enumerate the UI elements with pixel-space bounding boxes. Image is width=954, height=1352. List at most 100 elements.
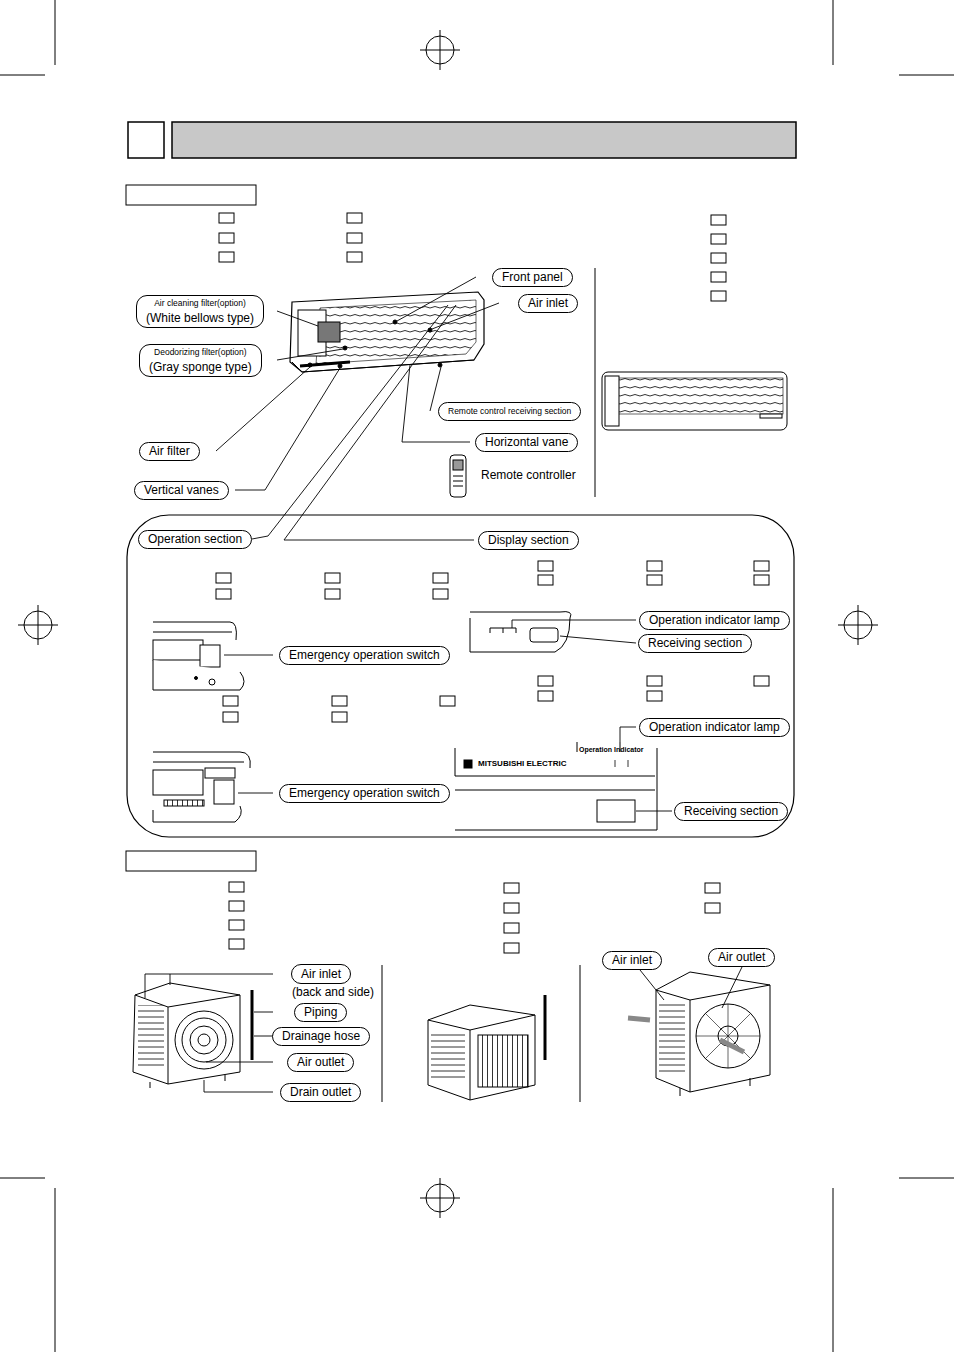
outdoor-unit-1 [133, 983, 252, 1088]
drawing-path [455, 748, 657, 830]
drawing-path [615, 760, 628, 767]
remote-controller [450, 455, 466, 497]
part-label: Drain outlet [280, 1083, 361, 1102]
text-label: Operation Indicator [579, 746, 644, 753]
drawing-rect [538, 691, 553, 701]
drawing-rect [347, 233, 362, 243]
drawing-path [428, 1005, 535, 1100]
drawing-rect [347, 213, 362, 223]
drawing-circle [175, 1011, 233, 1069]
drawing-path [277, 311, 318, 326]
drawing-path [656, 985, 770, 1092]
drawing-rect [705, 883, 720, 893]
drawing-path [18, 605, 58, 645]
drawing-rect [538, 676, 553, 686]
drawing-rect [659, 1002, 685, 1072]
label-text: Air outlet [718, 950, 765, 965]
drawing-rect [754, 676, 769, 686]
drawing-path [300, 362, 350, 366]
drawing-rect [126, 851, 256, 871]
drawing-rect [229, 882, 244, 892]
drawing-path [290, 292, 484, 372]
drawing-circle [338, 364, 342, 368]
drawing-circle [190, 1026, 218, 1054]
drawing-rect [478, 1035, 528, 1087]
drawing-path [150, 1075, 225, 1088]
drawing-rect [504, 943, 519, 953]
drawing-rect [647, 676, 662, 686]
display-detail [455, 612, 657, 830]
drawing-rect [754, 575, 769, 585]
drawing-rect [128, 122, 164, 158]
drawing-path [722, 967, 742, 1008]
part-label: Operation section [138, 530, 252, 549]
drawing-circle [198, 1034, 210, 1046]
drawing-path [640, 970, 664, 1000]
drawing-path [133, 983, 240, 1084]
drawing-path [316, 300, 476, 364]
drawing-rect [647, 561, 662, 571]
drawing-circle [195, 677, 198, 680]
part-label: Air inlet [602, 951, 662, 970]
drawing-rect [433, 573, 448, 583]
drawing-circle [209, 679, 215, 685]
part-label: Remote control receiving section [438, 402, 581, 421]
part-label: Receiving section [638, 634, 752, 653]
part-label: Air outlet [287, 1053, 354, 1072]
drawing-path [656, 972, 770, 1092]
drawing-path [153, 806, 241, 822]
drawing-path [216, 367, 310, 451]
label-text: Display section [488, 533, 569, 548]
drawing-circle [308, 363, 312, 367]
drawing-path [206, 1062, 273, 1063]
drawing-rect [325, 573, 340, 583]
drawing-rect [205, 768, 235, 778]
drawing-path [224, 655, 273, 656]
drawing-circle [343, 346, 347, 350]
indoor-unit [290, 292, 484, 372]
drawing-path [544, 995, 547, 1060]
drawing-path [235, 368, 340, 490]
drawing-rect [453, 460, 463, 470]
drawing-rect [602, 372, 787, 430]
part-label: Vertical vanes [134, 481, 229, 500]
drawing-rect [711, 253, 726, 263]
check-boxes [216, 213, 769, 953]
drawing-rect [223, 696, 238, 706]
drawing-path [428, 1015, 535, 1100]
part-label: Piping [294, 1003, 347, 1022]
outdoor-unit-2 [428, 995, 545, 1100]
drawing-path [153, 622, 236, 640]
drawing-rect [538, 561, 553, 571]
drawing-rect [538, 575, 553, 585]
divider [382, 268, 595, 1102]
drawing-rect [711, 234, 726, 244]
drawing-rect [216, 573, 231, 583]
drawing-path [251, 990, 254, 1060]
drawing-path [252, 305, 474, 540]
drawing-path [432, 303, 499, 329]
drawing-rect [754, 561, 769, 571]
drawing-circle [393, 320, 397, 324]
part-label: Operation indicator lamp [639, 718, 790, 737]
part-label: Receiving section [674, 802, 788, 821]
part-label: Air outlet [708, 948, 775, 967]
drawing-path [453, 476, 463, 486]
drawing-path [696, 1004, 760, 1068]
drawing-rect [229, 939, 244, 949]
part-label: Deodorizing filter(option)(Gray sponge t… [139, 344, 262, 377]
drawing-path [153, 660, 244, 690]
label-text: Deodorizing filter(option) [149, 346, 252, 359]
drawing-path [135, 995, 240, 1084]
label-text: Operation indicator lamp [649, 720, 780, 735]
operation-detail [153, 622, 250, 822]
part-label: Air cleaning filter(option)(White bellow… [136, 295, 264, 328]
drawing-circle [182, 1018, 226, 1062]
drawing-path [560, 636, 636, 643]
drawing-rect [464, 760, 472, 768]
part-label: Front panel [492, 268, 573, 287]
drawing-rect [504, 903, 519, 913]
drawing-rect [440, 696, 455, 706]
label-text: (White bellows type) [146, 310, 254, 326]
